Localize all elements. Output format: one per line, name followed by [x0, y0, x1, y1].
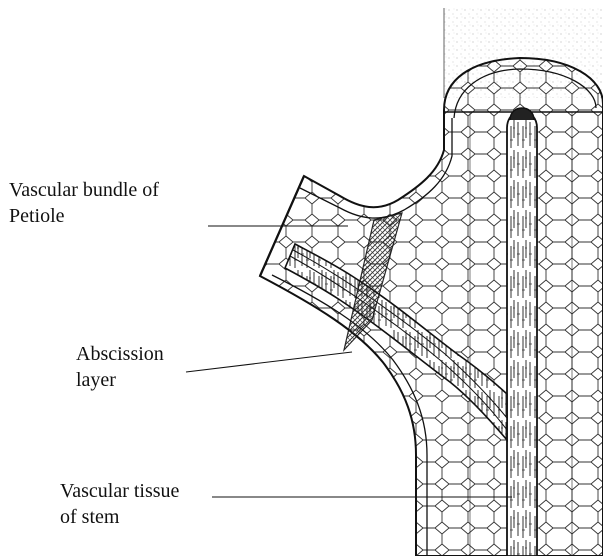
label-petiole-line1: Vascular bundle of [9, 177, 159, 203]
label-stem-vascular-tissue: Vascular tissue of stem [60, 478, 179, 530]
label-stem-line1: Vascular tissue [60, 478, 179, 504]
stem-outline [260, 58, 603, 556]
label-abscission-line2: layer [76, 367, 164, 393]
label-stem-line2: of stem [60, 504, 179, 530]
label-petiole-vascular-bundle: Vascular bundle of Petiole [9, 177, 159, 229]
leader-line-abscission [186, 352, 352, 372]
label-abscission-line1: Abscission [76, 341, 164, 367]
stem-vascular-column [507, 112, 537, 556]
label-petiole-line2: Petiole [9, 203, 159, 229]
label-abscission-layer: Abscission layer [76, 341, 164, 393]
